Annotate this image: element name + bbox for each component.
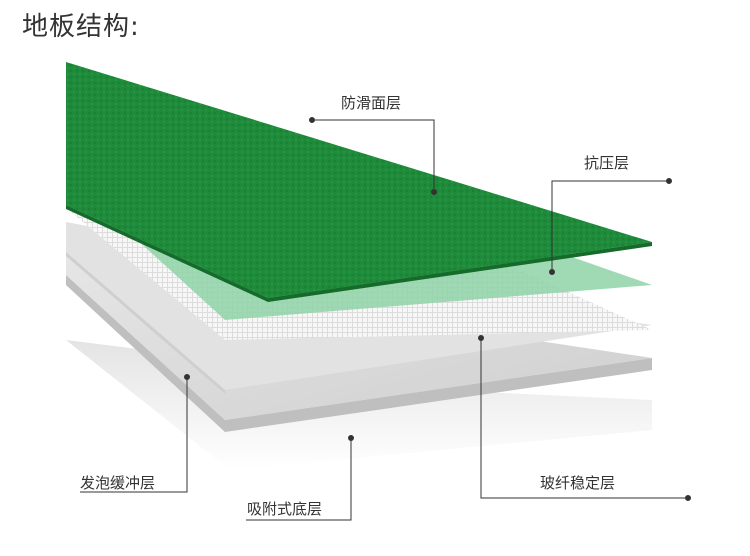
leader-anti-slip [309, 117, 437, 195]
label-pressure: 抗压层 [584, 154, 630, 172]
leader-adhesive [246, 435, 354, 521]
leader-pressure [549, 178, 672, 275]
label-anti-slip: 防滑面层 [341, 94, 402, 112]
label-foam: 发泡缓冲层 [80, 474, 156, 492]
layer-anti-slip [66, 62, 652, 302]
label-fiberglass: 玻纤稳定层 [540, 474, 616, 492]
page-title: 地板结构: [22, 12, 140, 42]
leader-fiberglass [478, 335, 691, 501]
label-adhesive: 吸附式底层 [247, 500, 323, 518]
leader-foam [80, 374, 190, 493]
